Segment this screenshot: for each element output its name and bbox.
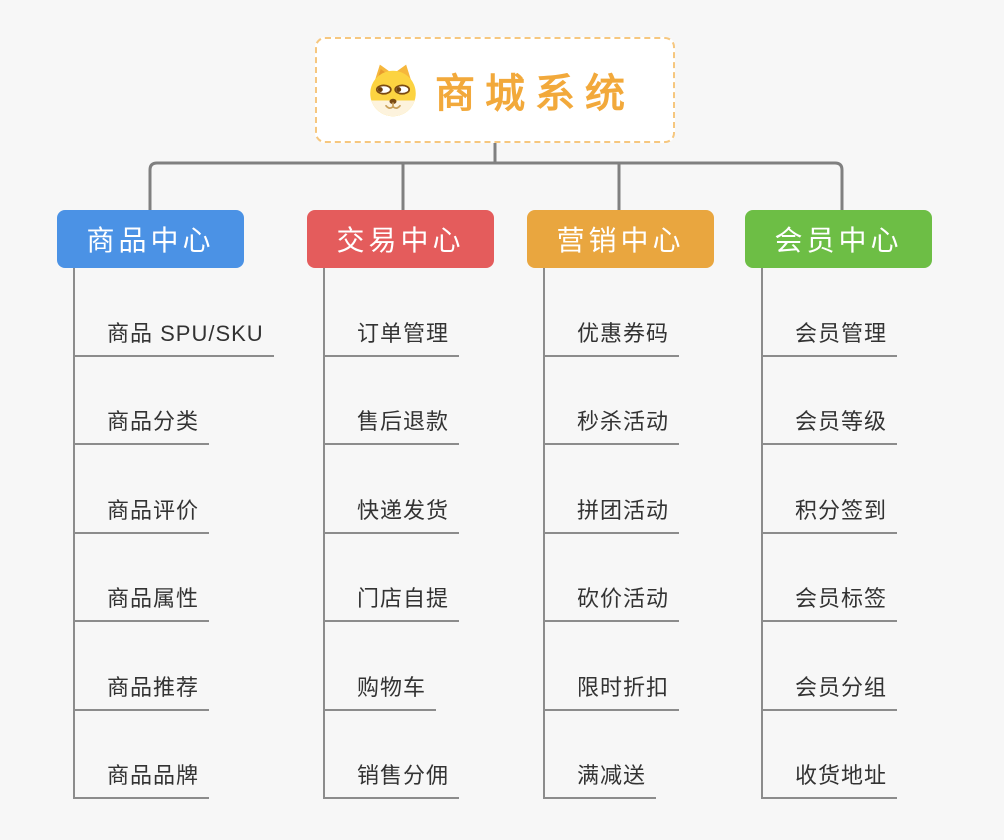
topic-label: 商品属性 (107, 586, 200, 611)
topic-label: 拼团活动 (577, 497, 670, 523)
doge-icon (370, 64, 416, 117)
topic-node[interactable]: 售后退款 (325, 357, 460, 445)
topic-node[interactable]: 门店自提 (325, 534, 460, 622)
topic-label: 积分签到 (795, 497, 888, 523)
topic-label: 售后退款 (357, 409, 450, 434)
topic-label: 会员标签 (795, 586, 888, 611)
topic-node[interactable]: 拼团活动 (545, 445, 680, 534)
branch-node-marketing-center[interactable]: 营销中心 (527, 210, 714, 268)
topic-node[interactable]: 优惠券码 (545, 268, 680, 357)
topic-label: 会员分组 (795, 674, 888, 700)
topic-label: 商品分类 (107, 409, 200, 434)
root-node-mall-system[interactable]: 商城系统 (315, 37, 675, 143)
branch-label: 营销中心 (556, 225, 685, 256)
topic-label: 会员等级 (795, 409, 888, 434)
branch-label: 会员中心 (774, 225, 903, 256)
topic-node[interactable]: 销售分佣 (325, 711, 460, 799)
topic-node[interactable]: 收货地址 (763, 711, 898, 799)
topic-label: 秒杀活动 (577, 409, 670, 434)
topic-label: 商品推荐 (107, 674, 200, 700)
branch-node-product-center[interactable]: 商品中心 (57, 210, 244, 268)
topic-label: 快递发货 (357, 497, 450, 523)
topic-label: 限时折扣 (577, 674, 670, 700)
branch-label: 商品中心 (86, 225, 215, 256)
branch-label: 交易中心 (336, 225, 465, 256)
topic-node[interactable]: 会员分组 (763, 622, 898, 711)
topic-node[interactable]: 快递发货 (325, 445, 460, 534)
topic-node[interactable]: 商品品牌 (75, 711, 210, 799)
topic-label: 商品评价 (107, 497, 200, 523)
topic-label: 门店自提 (357, 586, 450, 611)
root-node-title: 商城系统 (435, 72, 635, 116)
branch-children-trade: 订单管理 售后退款 快递发货 门店自提 购物车 销售分佣 (323, 268, 460, 799)
topic-node[interactable]: 会员管理 (763, 268, 898, 357)
topic-node[interactable]: 砍价活动 (545, 534, 680, 622)
topic-node[interactable]: 订单管理 (325, 268, 460, 357)
topic-label: 订单管理 (357, 320, 450, 346)
topic-label: 优惠券码 (577, 320, 670, 346)
topic-node[interactable]: 限时折扣 (545, 622, 680, 711)
topic-node[interactable]: 满减送 (545, 711, 657, 799)
topic-node[interactable]: 购物车 (325, 622, 437, 711)
topic-node[interactable]: 秒杀活动 (545, 357, 680, 445)
topic-label: 销售分佣 (357, 763, 450, 788)
topic-node[interactable]: 商品评价 (75, 445, 210, 534)
branch-children-member: 会员管理 会员等级 积分签到 会员标签 会员分组 收货地址 (761, 268, 898, 799)
topic-label: 商品品牌 (107, 763, 200, 788)
topic-label: 收货地址 (795, 763, 888, 788)
branch-children-marketing: 优惠券码 秒杀活动 拼团活动 砍价活动 限时折扣 满减送 (543, 268, 680, 799)
topic-node[interactable]: 会员等级 (763, 357, 898, 445)
topic-label: 砍价活动 (577, 586, 670, 611)
branch-node-member-center[interactable]: 会员中心 (745, 210, 932, 268)
topic-label: 购物车 (357, 674, 427, 700)
branch-children-product: 商品 SPU/SKU 商品分类 商品评价 商品属性 商品推荐 商品品牌 (73, 268, 274, 799)
topic-label: 满减送 (577, 763, 647, 788)
topic-node[interactable]: 商品分类 (75, 357, 210, 445)
topic-node[interactable]: 会员标签 (763, 534, 898, 622)
branch-node-trade-center[interactable]: 交易中心 (307, 210, 494, 268)
topic-node[interactable]: 积分签到 (763, 445, 898, 534)
topic-label: 商品 SPU/SKU (107, 320, 264, 346)
topic-node[interactable]: 商品属性 (75, 534, 210, 622)
topic-node[interactable]: 商品 SPU/SKU (75, 268, 274, 357)
topic-label: 会员管理 (795, 320, 888, 346)
topic-node[interactable]: 商品推荐 (75, 622, 210, 711)
